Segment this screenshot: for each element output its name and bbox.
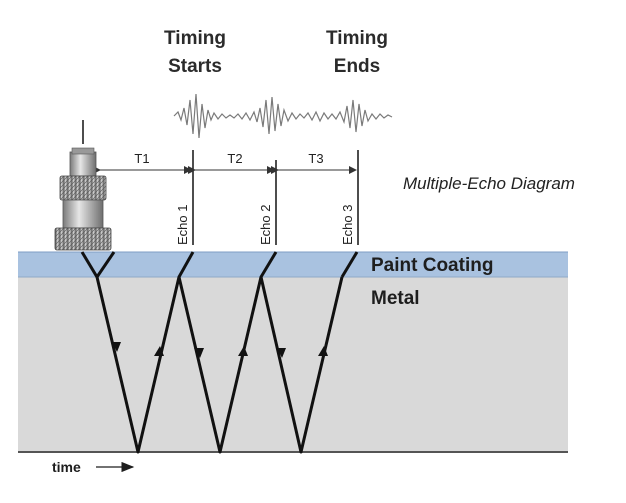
paint-coating-label: Paint Coating xyxy=(371,255,493,276)
down-arrow-1 xyxy=(112,342,121,352)
sound-path xyxy=(80,251,359,454)
up-arrow-1 xyxy=(154,346,164,356)
interval-t1-label: T1 xyxy=(134,151,149,166)
down-arrow-3 xyxy=(277,348,286,358)
timing-starts-line1: Timing xyxy=(164,28,226,49)
echo-waveform xyxy=(173,93,393,139)
echo-3-label: Echo 3 xyxy=(340,205,355,245)
echo-2-label: Echo 2 xyxy=(258,205,273,245)
time-axis-label: time xyxy=(52,459,81,475)
diagram-title: Multiple-Echo Diagram xyxy=(403,174,575,193)
echo-1-label: Echo 1 xyxy=(175,205,190,245)
timing-ends-line2: Ends xyxy=(334,56,380,77)
timing-starts-line2: Starts xyxy=(168,56,222,77)
interval-t2-label: T2 xyxy=(227,151,242,166)
up-arrow-2 xyxy=(238,346,248,356)
interval-t3-label: T3 xyxy=(308,151,323,166)
transducer-icon xyxy=(54,147,112,251)
metal-layer xyxy=(18,277,568,452)
metal-label: Metal xyxy=(371,288,420,309)
up-arrow-3 xyxy=(318,346,328,356)
timing-ends-line1: Timing xyxy=(326,28,388,49)
down-arrow-2 xyxy=(194,348,204,358)
